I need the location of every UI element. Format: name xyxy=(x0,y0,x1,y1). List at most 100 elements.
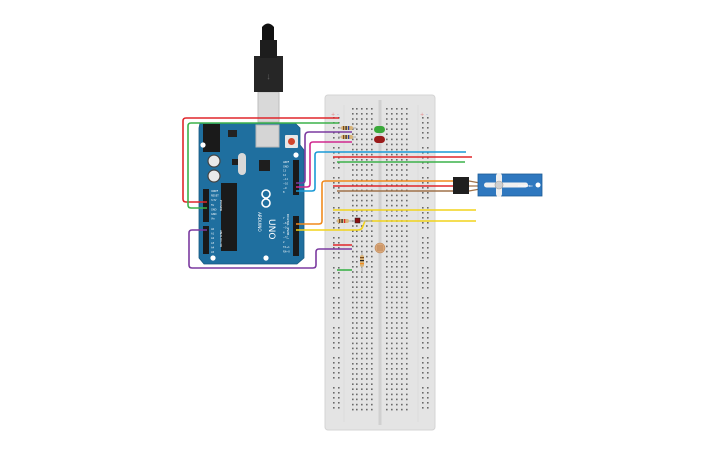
breadboard-hole[interactable] xyxy=(356,138,358,141)
breadboard-hole[interactable] xyxy=(366,342,368,345)
rail-hole[interactable] xyxy=(338,242,340,244)
breadboard-hole[interactable] xyxy=(406,327,408,329)
breadboard-hole[interactable] xyxy=(361,317,363,319)
breadboard-hole[interactable] xyxy=(406,266,408,268)
breadboard-hole[interactable] xyxy=(391,164,393,166)
breadboard-hole[interactable] xyxy=(386,408,388,411)
rail-hole[interactable] xyxy=(338,327,340,329)
breadboard-hole[interactable] xyxy=(356,113,358,115)
rail-hole[interactable] xyxy=(422,242,424,244)
breadboard-hole[interactable] xyxy=(391,403,393,406)
breadboard-hole[interactable] xyxy=(352,317,354,319)
rail-hole[interactable] xyxy=(422,347,424,349)
breadboard-hole[interactable] xyxy=(386,291,388,294)
rail-hole[interactable] xyxy=(427,122,429,124)
rail-hole[interactable] xyxy=(333,242,335,244)
rail-hole[interactable] xyxy=(338,217,340,219)
breadboard-hole[interactable] xyxy=(361,113,363,115)
rail-hole[interactable] xyxy=(422,147,424,149)
rail-hole[interactable] xyxy=(338,372,340,374)
breadboard-hole[interactable] xyxy=(361,199,363,202)
breadboard-hole[interactable] xyxy=(352,159,354,161)
breadboard-hole[interactable] xyxy=(371,291,373,294)
breadboard-hole[interactable] xyxy=(352,204,354,207)
rail-hole[interactable] xyxy=(333,252,335,254)
breadboard-hole[interactable] xyxy=(356,363,358,365)
breadboard-hole[interactable] xyxy=(391,235,393,237)
breadboard-hole[interactable] xyxy=(361,235,363,237)
breadboard-hole[interactable] xyxy=(371,240,373,243)
rail-hole[interactable] xyxy=(427,217,429,219)
rail-hole[interactable] xyxy=(427,247,429,249)
rail-hole[interactable] xyxy=(333,192,335,194)
rail-hole[interactable] xyxy=(427,212,429,214)
rail-hole[interactable] xyxy=(338,252,340,254)
rail-hole[interactable] xyxy=(333,387,335,389)
resistor-2[interactable] xyxy=(338,135,356,139)
breadboard-hole[interactable] xyxy=(386,169,388,171)
rail-hole[interactable] xyxy=(422,182,424,184)
breadboard-hole[interactable] xyxy=(406,291,408,294)
rail-hole[interactable] xyxy=(422,297,424,299)
breadboard-hole[interactable] xyxy=(361,393,363,396)
breadboard-hole[interactable] xyxy=(396,199,398,202)
rail-hole[interactable] xyxy=(427,397,429,399)
breadboard-hole[interactable] xyxy=(361,123,363,125)
breadboard-hole[interactable] xyxy=(356,352,358,355)
breadboard-hole[interactable] xyxy=(366,194,368,197)
rail-hole[interactable] xyxy=(427,357,429,359)
breadboard-hole[interactable] xyxy=(401,332,403,334)
breadboard-hole[interactable] xyxy=(386,368,388,370)
rail-hole[interactable] xyxy=(427,182,429,184)
breadboard-hole[interactable] xyxy=(361,204,363,207)
breadboard-hole[interactable] xyxy=(366,317,368,319)
breadboard-hole[interactable] xyxy=(371,143,373,146)
breadboard-hole[interactable] xyxy=(366,174,368,176)
breadboard-hole[interactable] xyxy=(406,393,408,396)
breadboard-hole[interactable] xyxy=(352,245,354,248)
breadboard-hole[interactable] xyxy=(352,271,354,273)
breadboard-hole[interactable] xyxy=(352,118,354,120)
breadboard-hole[interactable] xyxy=(371,169,373,171)
breadboard-hole[interactable] xyxy=(391,332,393,334)
breadboard-hole[interactable] xyxy=(366,266,368,268)
rail-hole[interactable] xyxy=(427,302,429,304)
breadboard-hole[interactable] xyxy=(386,301,388,304)
breadboard-hole[interactable] xyxy=(366,286,368,288)
rail-hole[interactable] xyxy=(427,297,429,299)
rail-hole[interactable] xyxy=(333,277,335,279)
breadboard-hole[interactable] xyxy=(391,128,393,130)
breadboard-hole[interactable] xyxy=(366,271,368,273)
rail-hole[interactable] xyxy=(422,137,424,139)
breadboard-hole[interactable] xyxy=(386,138,388,141)
rail-hole[interactable] xyxy=(427,277,429,279)
wire-d11-blue[interactable] xyxy=(296,151,466,192)
rail-hole[interactable] xyxy=(427,222,429,224)
breadboard-hole[interactable] xyxy=(401,408,403,411)
breadboard-hole[interactable] xyxy=(386,215,388,217)
breadboard-hole[interactable] xyxy=(352,327,354,329)
breadboard-hole[interactable] xyxy=(401,143,403,146)
rail-hole[interactable] xyxy=(422,122,424,124)
rail-hole[interactable] xyxy=(333,367,335,369)
breadboard-hole[interactable] xyxy=(391,138,393,141)
breadboard-hole[interactable] xyxy=(406,123,408,125)
breadboard-hole[interactable] xyxy=(406,271,408,273)
breadboard-hole[interactable] xyxy=(371,164,373,166)
breadboard-hole[interactable] xyxy=(386,271,388,273)
rail-hole[interactable] xyxy=(338,192,340,194)
breadboard-hole[interactable] xyxy=(386,327,388,329)
breadboard-hole[interactable] xyxy=(386,240,388,243)
breadboard-hole[interactable] xyxy=(401,159,403,161)
breadboard-hole[interactable] xyxy=(396,118,398,120)
rail-hole[interactable] xyxy=(338,407,340,409)
breadboard-hole[interactable] xyxy=(352,240,354,243)
breadboard-hole[interactable] xyxy=(371,113,373,115)
breadboard-hole[interactable] xyxy=(386,174,388,176)
rail-hole[interactable] xyxy=(422,222,424,224)
breadboard-hole[interactable] xyxy=(401,363,403,365)
breadboard-hole[interactable] xyxy=(356,128,358,130)
breadboard-hole[interactable] xyxy=(396,276,398,278)
rail-hole[interactable] xyxy=(338,197,340,199)
breadboard-hole[interactable] xyxy=(391,118,393,120)
